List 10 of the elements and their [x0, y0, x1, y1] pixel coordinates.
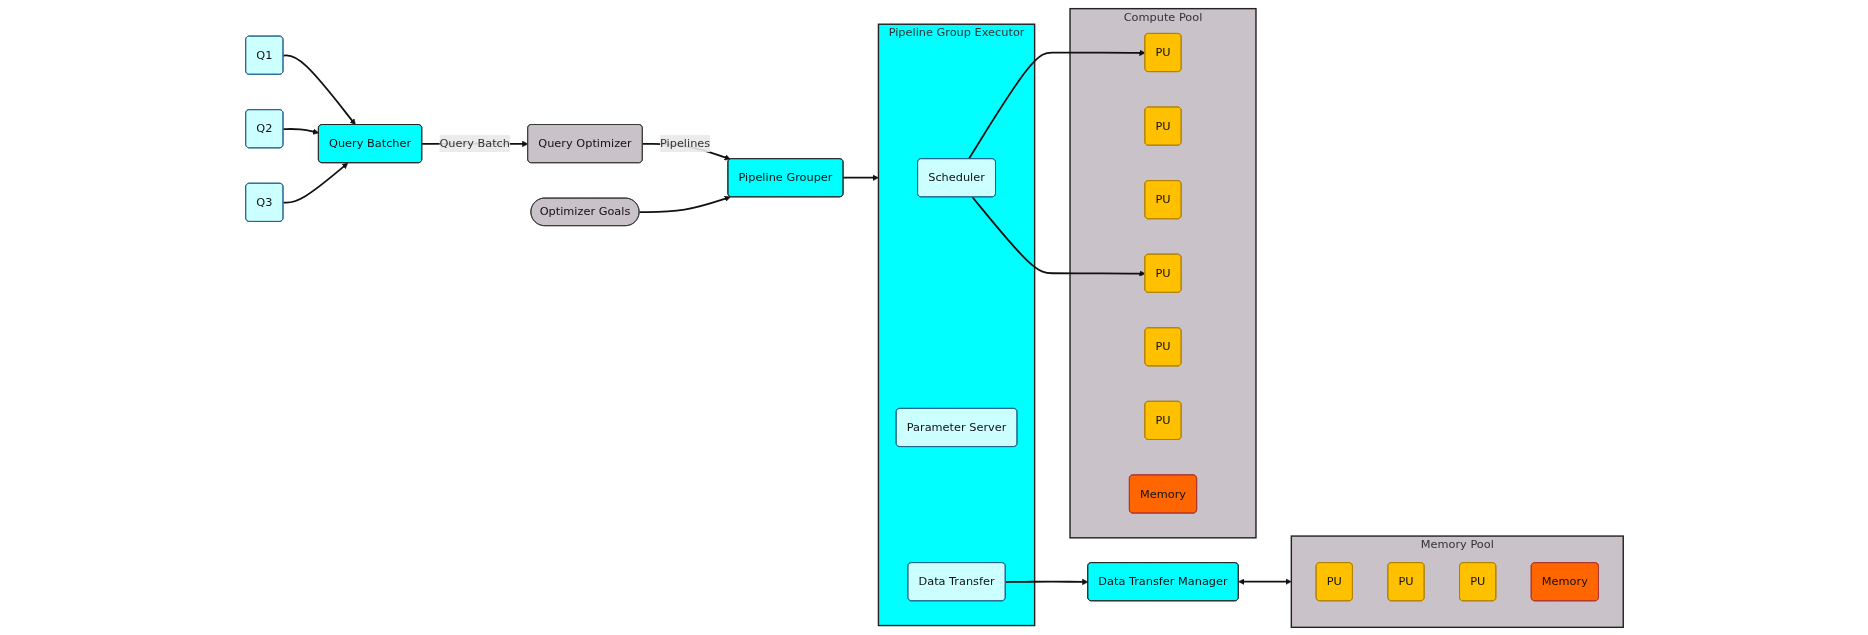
edge-label: Query Batch: [438, 136, 510, 150]
edge-label: Pipelines: [659, 136, 710, 150]
arrow: [971, 195, 1145, 277]
arrow: [638, 195, 731, 213]
arrow: [967, 49, 1145, 160]
arrow: [282, 54, 356, 125]
arrow: [1004, 578, 1088, 585]
arrow: [282, 162, 348, 204]
arrow: [841, 174, 879, 181]
arrow: [282, 127, 319, 135]
